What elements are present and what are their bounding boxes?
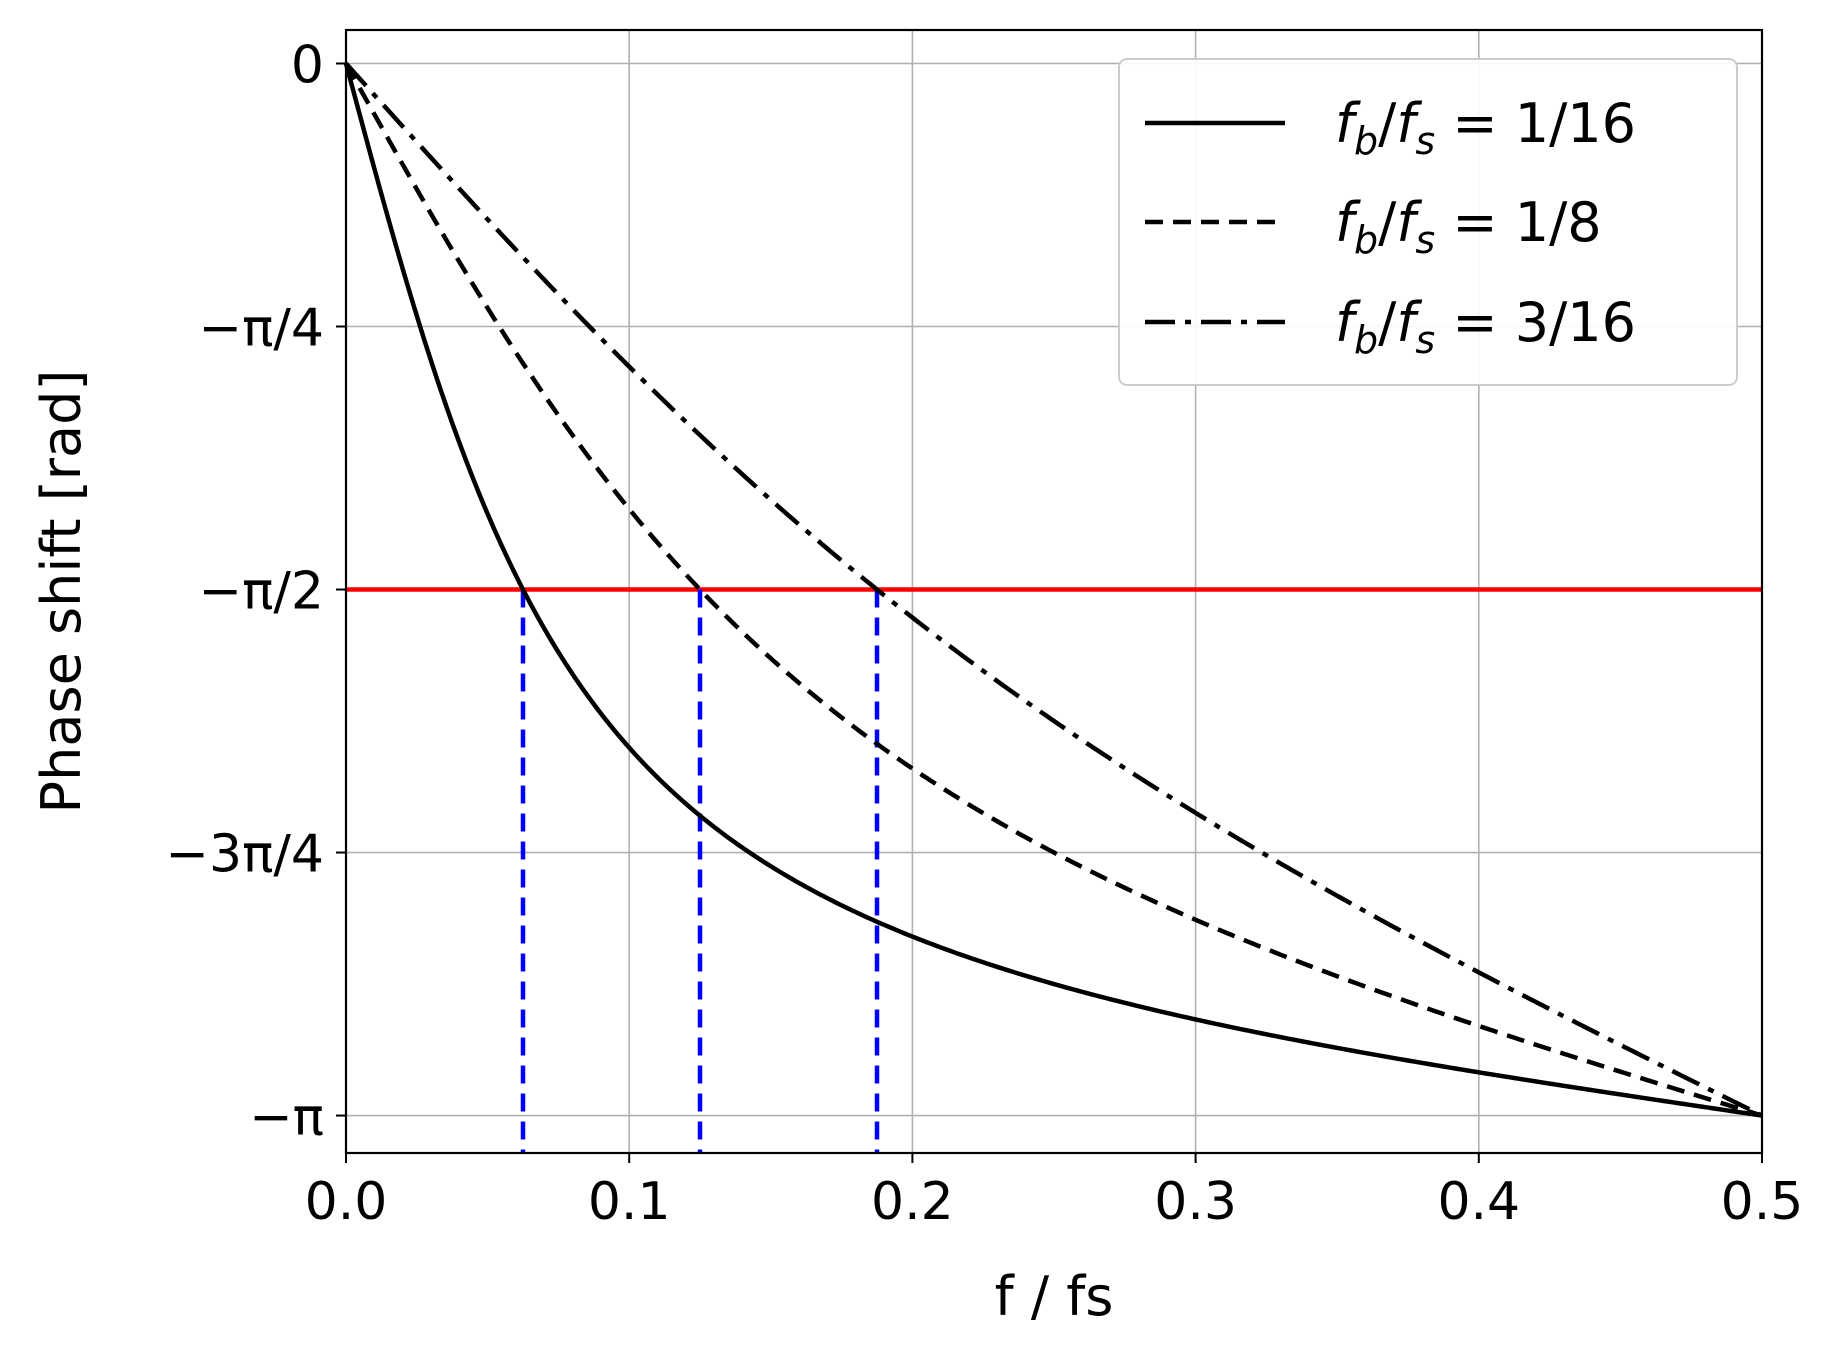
axis-ticks: 0.0 0.1 0.2 0.3 0.4 0.5 0 −π/4 −π/2 −3π/4 −π <box>165 35 1803 1232</box>
y-tick-label-2: −π/2 <box>199 562 324 622</box>
plot-area <box>343 61 1764 1153</box>
x-axis-label: f / fs <box>995 1265 1114 1328</box>
legend-label-2: fb/fs = 1/8 <box>1335 191 1602 262</box>
legend: fb/fs = 1/16 fb/fs = 1/8 fb/fs = 3/16 <box>1118 58 1738 386</box>
plot-frame <box>344 28 1764 1155</box>
legend-label-3: fb/fs = 3/16 <box>1335 291 1636 362</box>
y-tick-label-1: −π/4 <box>199 299 324 359</box>
x-tick-label-3: 0.3 <box>1154 1172 1237 1232</box>
y-tick-label-4: −π <box>249 1088 324 1148</box>
x-tick-label-5: 0.5 <box>1721 1172 1804 1232</box>
legend-label-1: fb/fs = 1/16 <box>1335 92 1636 163</box>
series-line-3 <box>344 61 1764 1118</box>
y-axis-label: Phase shift [rad] <box>30 370 93 814</box>
x-tick-label-0: 0.0 <box>305 1172 388 1232</box>
series-line-2 <box>344 62 1763 1118</box>
legend-box <box>1118 58 1738 386</box>
y-tick-label-0: 0 <box>291 35 324 95</box>
x-tick-label-2: 0.2 <box>871 1172 954 1232</box>
y-tick-label-3: −3π/4 <box>165 825 324 885</box>
series-line-1 <box>343 62 1763 1118</box>
x-tick-label-4: 0.4 <box>1437 1172 1520 1232</box>
x-tick-label-1: 0.1 <box>588 1172 671 1232</box>
